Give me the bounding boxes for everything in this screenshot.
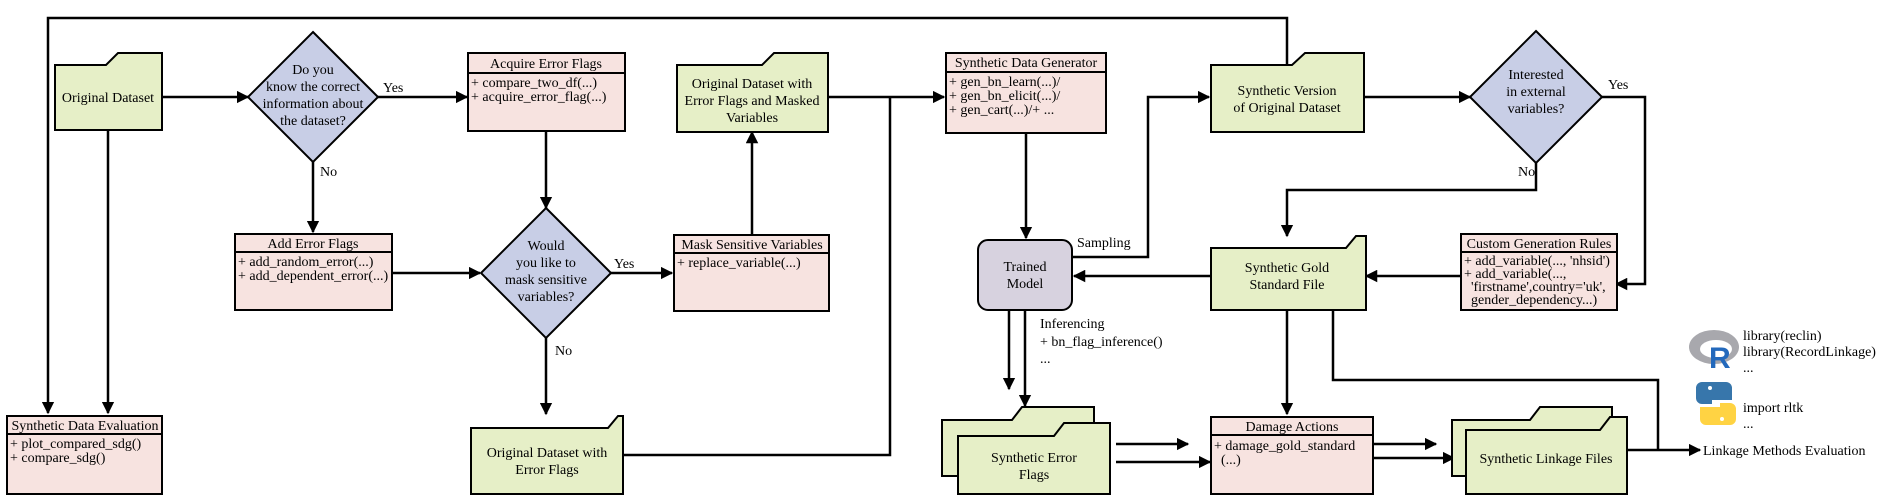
label-inferencing-1: + bn_flag_inference() bbox=[1040, 335, 1163, 350]
acquire-method-2: + acquire_error_flag(...) bbox=[471, 90, 607, 105]
edges bbox=[41, 16, 1702, 469]
decision-external-line-1: Interested bbox=[1508, 68, 1563, 83]
masked-dataset-line-2: Error Flags and Masked bbox=[685, 94, 820, 109]
evaluation-method-1: + plot_compared_sdg() bbox=[10, 437, 141, 452]
decision-mask-line-2: you like to bbox=[516, 256, 576, 271]
damage-method-2: (...) bbox=[1214, 453, 1241, 468]
label-yes-external: Yes bbox=[1608, 78, 1628, 93]
custom-generation-rules-class[interactable]: Custom Generation Rules + add_variable(.… bbox=[1460, 233, 1618, 311]
synthetic-version-line-2: of Original Dataset bbox=[1233, 101, 1340, 116]
decision-external-line-3: variables? bbox=[1508, 102, 1565, 117]
gold-standard-line-2: Standard File bbox=[1249, 278, 1324, 293]
generator-method-1: + gen_bn_learn(...)/ bbox=[949, 75, 1060, 90]
trained-model-line-2: Model bbox=[1007, 277, 1044, 292]
rules-title: Custom Generation Rules bbox=[1467, 237, 1612, 252]
decision-know-info[interactable]: Do you know the correct information abou… bbox=[246, 30, 380, 164]
decision-external[interactable]: Interested in external variables? bbox=[1468, 29, 1604, 165]
decision-mask-line-3: mask sensitive bbox=[505, 273, 587, 288]
rules-method-1: + add_variable(..., 'nhsid') bbox=[1464, 254, 1610, 269]
python-library-line-2: ... bbox=[1743, 417, 1754, 432]
label-no-mask: No bbox=[555, 344, 572, 359]
gold-standard-line-1: Synthetic Gold bbox=[1245, 261, 1329, 276]
label-no-know: No bbox=[320, 165, 337, 180]
damage-method-1: + damage_gold_standard bbox=[1214, 439, 1355, 454]
dataset-with-flags-line-2: Error Flags bbox=[515, 463, 578, 478]
synthetic-data-evaluation-class[interactable]: Synthetic Data Evaluation + plot_compare… bbox=[6, 415, 163, 495]
dataset-with-flags-line-1: Original Dataset with bbox=[487, 446, 608, 461]
linkage-evaluation-label: Linkage Methods Evaluation bbox=[1703, 444, 1866, 459]
damage-actions-class[interactable]: Damage Actions + damage_gold_standard (.… bbox=[1210, 416, 1374, 495]
dataset-with-flags-node[interactable]: Original Dataset with Error Flags bbox=[470, 415, 624, 495]
acquire-method-1: + compare_two_df(...) bbox=[471, 76, 597, 91]
label-inferencing-0: Inferencing bbox=[1040, 317, 1105, 332]
masked-dataset-node[interactable]: Original Dataset with Error Flags and Ma… bbox=[676, 52, 829, 133]
svg-text:R: R bbox=[1709, 342, 1731, 375]
linkage-files-label: Synthetic Linkage Files bbox=[1480, 452, 1613, 467]
edge-model-sampling bbox=[1072, 90, 1211, 259]
r-logo-icon: R bbox=[1689, 330, 1739, 375]
label-inferencing-2: ... bbox=[1040, 352, 1051, 367]
synthetic-linkage-files-node[interactable]: Synthetic Linkage Files bbox=[1451, 406, 1628, 495]
edge-labels: Yes No Yes No Yes No Sampling Inferencin… bbox=[320, 78, 1628, 367]
original-dataset-node[interactable]: Original Dataset bbox=[54, 52, 163, 131]
r-library-line-2: library(RecordLinkage) bbox=[1743, 345, 1876, 360]
python-logo-icon bbox=[1696, 382, 1736, 425]
r-library-line-3: ... bbox=[1743, 361, 1754, 376]
edge-gold-to-linkage bbox=[1331, 310, 1660, 450]
decision-mask-line-1: Would bbox=[528, 239, 565, 254]
masked-dataset-line-3: Variables bbox=[726, 111, 778, 126]
label-yes-know: Yes bbox=[383, 81, 403, 96]
evaluation-title: Synthetic Data Evaluation bbox=[12, 419, 159, 434]
decision-know-line-4: the dataset? bbox=[280, 114, 346, 129]
decision-mask[interactable]: Would you like to mask sensitive variabl… bbox=[479, 206, 613, 340]
generator-method-2: + gen_bn_elicit(...)/ bbox=[949, 89, 1060, 104]
decision-mask-line-4: variables? bbox=[518, 290, 575, 305]
label-no-external: No bbox=[1518, 165, 1535, 180]
decision-external-line-2: in external bbox=[1506, 85, 1566, 100]
rules-method-3: 'firstname',country='uk', bbox=[1464, 280, 1606, 295]
edge-synthetic-version-to-evaluation bbox=[41, 16, 1289, 415]
error-flags-line-1: Synthetic Error bbox=[991, 451, 1077, 466]
edge-external-yes bbox=[1602, 95, 1647, 291]
acquire-error-flags-class[interactable]: Acquire Error Flags + compare_two_df(...… bbox=[467, 52, 626, 132]
rules-method-2: + add_variable(..., bbox=[1464, 267, 1566, 282]
damage-title: Damage Actions bbox=[1246, 420, 1339, 435]
trained-model-node[interactable]: Trained Model bbox=[977, 239, 1073, 311]
generator-title: Synthetic Data Generator bbox=[955, 56, 1098, 71]
original-dataset-label: Original Dataset bbox=[62, 91, 154, 106]
r-library-line-1: library(reclin) bbox=[1743, 329, 1822, 344]
generator-method-3: + gen_cart(...)/+ ... bbox=[949, 103, 1054, 118]
mask-title: Mask Sensitive Variables bbox=[681, 238, 822, 253]
add-error-method-2: + add_dependent_error(...) bbox=[238, 269, 389, 284]
synthetic-version-line-1: Synthetic Version bbox=[1238, 84, 1337, 99]
label-yes-mask: Yes bbox=[614, 257, 634, 272]
edge-flags-to-generator bbox=[623, 97, 892, 457]
error-flags-line-2: Flags bbox=[1019, 468, 1049, 483]
add-error-method-1: + add_random_error(...) bbox=[238, 255, 374, 270]
mask-method-1: + replace_variable(...) bbox=[677, 256, 801, 271]
acquire-title: Acquire Error Flags bbox=[490, 57, 602, 72]
python-library-line-1: import rltk bbox=[1743, 401, 1803, 416]
add-error-title: Add Error Flags bbox=[268, 237, 359, 252]
decision-know-line-1: Do you bbox=[292, 63, 334, 78]
synthetic-error-flags-node[interactable]: Synthetic Error Flags bbox=[941, 406, 1111, 495]
decision-know-line-2: know the correct bbox=[266, 80, 360, 95]
edge-external-no bbox=[1280, 163, 1538, 238]
label-sampling: Sampling bbox=[1077, 236, 1131, 251]
add-error-flags-class[interactable]: Add Error Flags + add_random_error(...) … bbox=[234, 233, 393, 311]
rules-method-4: gender_dependency...) bbox=[1464, 293, 1598, 308]
synthetic-gold-standard-node[interactable]: Synthetic Gold Standard File bbox=[1210, 235, 1367, 311]
decision-know-line-3: information about bbox=[263, 97, 364, 112]
trained-model-line-1: Trained bbox=[1003, 260, 1046, 275]
synthetic-version-node[interactable]: Synthetic Version of Original Dataset bbox=[1210, 52, 1365, 133]
mask-sensitive-variables-class[interactable]: Mask Sensitive Variables + replace_varia… bbox=[673, 234, 830, 312]
masked-dataset-line-1: Original Dataset with bbox=[692, 77, 813, 92]
synthetic-data-generator-class[interactable]: Synthetic Data Generator + gen_bn_learn(… bbox=[945, 52, 1107, 134]
evaluation-method-2: + compare_sdg() bbox=[10, 451, 106, 466]
